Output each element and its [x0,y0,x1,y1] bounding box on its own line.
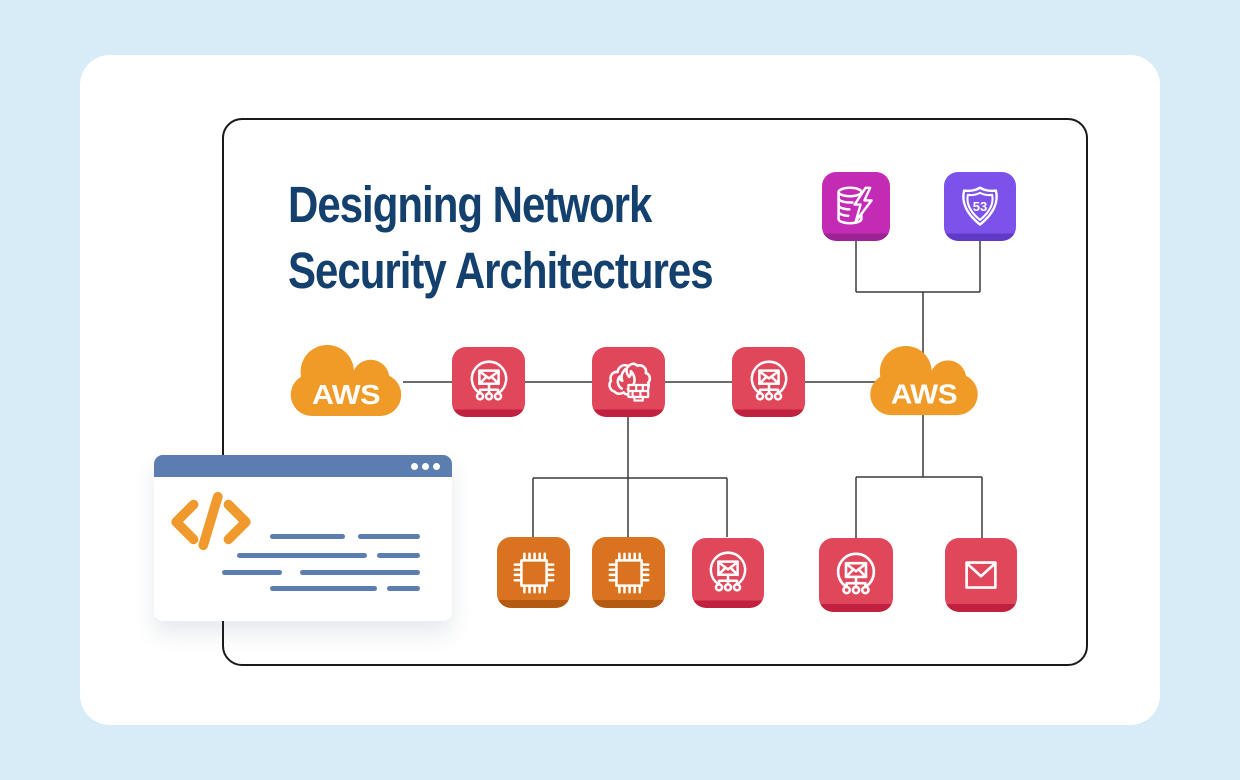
aws-cloud-right-label: AWS [891,379,957,410]
title-line-2: Security Architectures [288,241,714,299]
elasticache-tile [822,172,890,241]
code-text-line [222,570,282,575]
code-text-line [358,534,420,539]
processor-chip-tile-1 [497,537,570,608]
processor-chip-icon [513,552,554,593]
code-text-line [270,534,345,539]
email-network-tile-4 [819,538,893,612]
browser-window [154,455,452,621]
email-network-tile-2 [732,347,805,417]
code-text-line [377,553,420,558]
window-dots-icon [411,463,440,470]
email-network-tile-1 [452,347,525,417]
envelope-icon [965,561,997,589]
route53-label: 53 [973,198,988,213]
email-network-tile-3 [692,538,764,608]
aws-cloud-left: AWS [290,344,402,417]
browser-header-bar [154,455,452,477]
code-text-line [387,586,420,591]
processor-chip-icon [608,552,649,593]
window-dot [411,463,418,470]
email-network-icon [470,360,507,401]
code-brackets-icon [171,491,251,551]
code-text-line [237,553,367,558]
code-text-line [300,570,420,575]
envelope-tile [945,538,1017,612]
code-text-line [270,586,377,591]
aws-cloud-right: AWS [870,345,978,416]
processor-chip-tile-2 [592,537,665,608]
title-line-1: Designing Network [288,175,652,233]
route-53-shield-icon: 53 [962,185,998,226]
network-firewall-tile [592,347,665,417]
database-lightning-icon [837,186,873,224]
window-dot [422,463,429,470]
diagram-frame [222,118,1088,666]
email-network-icon [709,551,747,592]
aws-cloud-left-label: AWS [312,379,380,411]
email-network-icon [750,360,787,401]
cloud-firewall-icon [607,362,651,402]
email-network-icon [836,552,876,595]
page-title: Designing Network Security Architectures [288,172,714,304]
route53-tile: 53 [944,172,1016,241]
window-dot [433,463,440,470]
